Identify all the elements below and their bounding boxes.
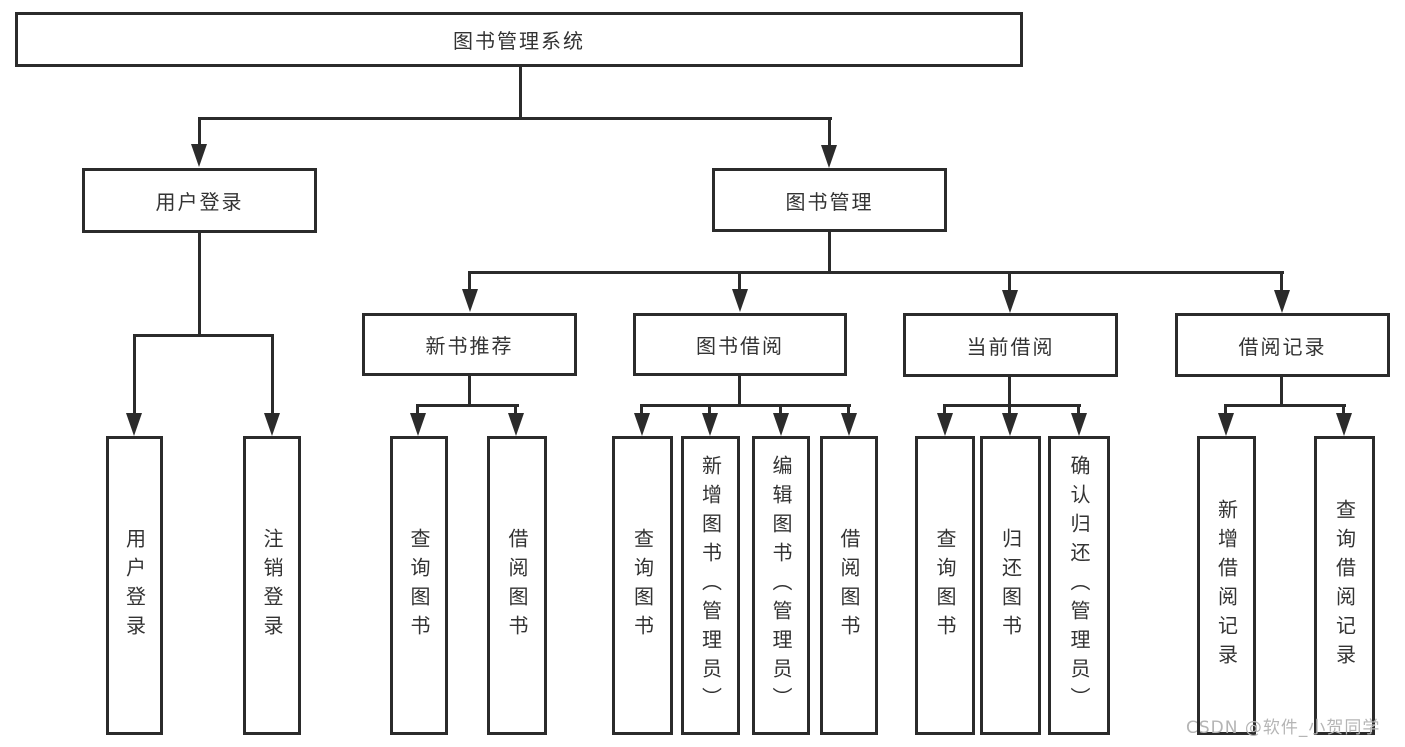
connector-line (1280, 376, 1283, 407)
node-book-mgmt: 图书管理 (712, 168, 947, 232)
connector-line (198, 233, 201, 337)
connector-line (1224, 404, 1346, 407)
connector-line (133, 334, 136, 416)
node-user-login-label: 用户登录 (155, 190, 244, 214)
leaf-borrow-book-1: 借阅图书 (487, 436, 547, 735)
leaf-logout: 注销登录 (243, 436, 301, 735)
leaf-confirm-return-label: 确认归还（管理员） (1067, 455, 1091, 716)
connector-line (738, 271, 741, 293)
leaf-add-borrow-record-label: 新增借阅记录 (1214, 498, 1239, 673)
leaf-edit-book-label: 编辑图书（管理员） (769, 455, 793, 716)
arrow-down-icon (508, 413, 524, 436)
leaf-query-book-1-label: 查询图书 (407, 527, 431, 644)
arrow-down-icon (821, 145, 837, 168)
arrow-down-icon (1336, 413, 1352, 436)
connector-line (133, 334, 274, 337)
node-new-book-rec-label: 新书推荐 (425, 334, 514, 358)
connector-line (828, 231, 831, 274)
leaf-borrow-book-2-label: 借阅图书 (837, 527, 861, 644)
connector-line (468, 271, 471, 293)
connector-line (1008, 404, 1011, 419)
arrow-down-icon (773, 413, 789, 436)
connector-line (198, 117, 201, 150)
connector-line (198, 117, 832, 120)
arrow-down-icon (732, 289, 748, 312)
arrow-down-icon (1274, 290, 1290, 313)
connector-line (514, 404, 517, 419)
leaf-query-book-3: 查询图书 (915, 436, 975, 735)
node-borrow-record: 借阅记录 (1175, 313, 1390, 377)
connector-line (779, 404, 782, 419)
leaf-user-login: 用户登录 (106, 436, 163, 735)
leaf-logout-label: 注销登录 (260, 527, 284, 644)
connector-line (468, 375, 471, 407)
csdn-watermark: CSDN @软件_小贺同学 (1186, 718, 1381, 738)
leaf-query-book-2: 查询图书 (612, 436, 673, 735)
node-user-login: 用户登录 (82, 168, 317, 233)
node-book-mgmt-label: 图书管理 (785, 189, 874, 214)
connector-line (468, 271, 1284, 274)
connector-line (943, 404, 946, 419)
leaf-borrow-book-2: 借阅图书 (820, 436, 878, 735)
connector-line (708, 404, 711, 419)
connector-line (640, 404, 851, 407)
arrow-down-icon (191, 144, 207, 167)
leaf-return-book-label: 归还图书 (998, 527, 1023, 644)
arrow-down-icon (634, 413, 650, 436)
leaf-add-book: 新增图书（管理员） (681, 436, 740, 735)
leaf-query-book-2-label: 查询图书 (630, 527, 655, 644)
leaf-edit-book: 编辑图书（管理员） (752, 436, 810, 735)
leaf-query-book-1: 查询图书 (390, 436, 448, 735)
leaf-add-borrow-record: 新增借阅记录 (1197, 436, 1256, 735)
connector-line (271, 334, 274, 416)
node-root-label: 图书管理系统 (453, 29, 585, 53)
node-borrow-record-label: 借阅记录 (1238, 334, 1327, 359)
node-current-borrow: 当前借阅 (903, 313, 1118, 377)
connector-line (1280, 271, 1283, 293)
connector-line (519, 67, 522, 120)
node-current-borrow-label: 当前借阅 (966, 334, 1055, 359)
leaf-query-book-3-label: 查询图书 (933, 527, 957, 644)
arrow-down-icon (937, 413, 953, 436)
connector-line (1008, 376, 1011, 407)
leaf-add-book-label: 新增图书（管理员） (698, 455, 723, 716)
arrow-down-icon (264, 413, 280, 436)
connector-line (416, 404, 519, 407)
leaf-query-borrow-record: 查询借阅记录 (1314, 436, 1375, 735)
node-new-book-rec: 新书推荐 (362, 313, 577, 376)
arrow-down-icon (702, 413, 718, 436)
node-book-borrow: 图书借阅 (633, 313, 847, 376)
connector-line (640, 404, 643, 419)
arrow-down-icon (462, 289, 478, 312)
connector-line (1077, 404, 1080, 419)
connector-line (1008, 271, 1011, 293)
node-root: 图书管理系统 (15, 12, 1023, 67)
arrow-down-icon (1002, 413, 1018, 436)
leaf-user-login-label: 用户登录 (122, 527, 147, 644)
node-book-borrow-label: 图书借阅 (696, 334, 784, 358)
leaf-query-borrow-record-label: 查询借阅记录 (1332, 498, 1357, 673)
connector-line (828, 117, 831, 150)
arrow-down-icon (1071, 413, 1087, 436)
arrow-down-icon (1218, 413, 1234, 436)
arrow-down-icon (841, 413, 857, 436)
connector-line (738, 375, 741, 407)
connector-line (416, 404, 419, 419)
arrow-down-icon (1002, 290, 1018, 313)
arrow-down-icon (126, 413, 142, 436)
leaf-confirm-return: 确认归还（管理员） (1048, 436, 1110, 735)
leaf-borrow-book-1-label: 借阅图书 (505, 527, 529, 644)
connector-line (1342, 404, 1345, 419)
connector-line (943, 404, 1081, 407)
arrow-down-icon (410, 413, 426, 436)
connector-line (847, 404, 850, 419)
leaf-return-book: 归还图书 (980, 436, 1041, 735)
connector-line (1224, 404, 1227, 419)
